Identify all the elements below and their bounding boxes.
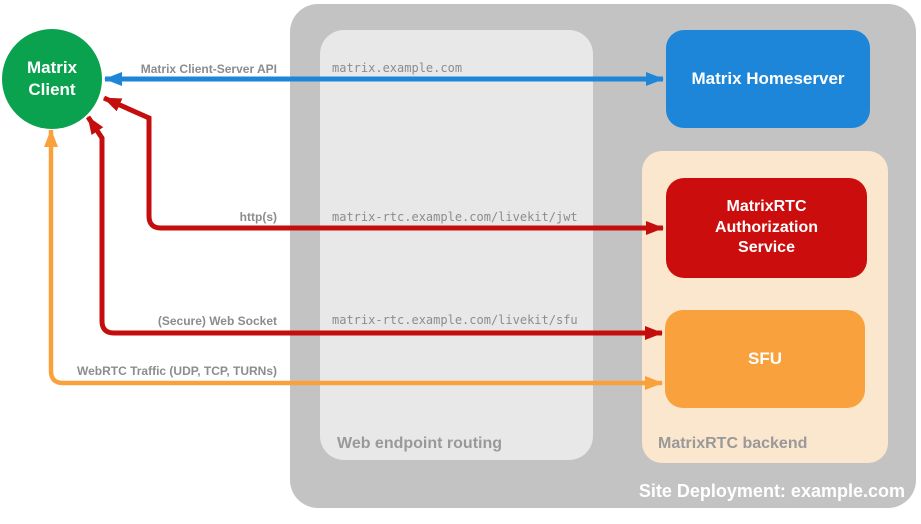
endpoint-url-livekit-jwt: matrix-rtc.example.com/livekit/jwt [332, 210, 578, 224]
matrix-client-label: Matrix Client [26, 57, 78, 99]
websocket-arrow-label: (Secure) Web Socket [157, 314, 277, 328]
endpoint-url-livekit-sfu: matrix-rtc.example.com/livekit/sfu [332, 313, 578, 327]
web-endpoint-routing-box [320, 30, 593, 460]
endpoint-url-matrix: matrix.example.com [332, 61, 463, 75]
matrixrtc-authorization-service-node: MatrixRTC Authorization Service [666, 178, 867, 278]
sfu-node: SFU [665, 310, 865, 408]
matrix-client-node: Matrix Client [2, 29, 102, 129]
http-arrow-label: http(s) [239, 210, 277, 224]
site-deployment-caption: Site Deployment: example.com [638, 481, 905, 501]
webrtc-arrow-label: WebRTC Traffic (UDP, TCP, TURNs) [76, 364, 277, 378]
web-endpoint-routing-caption: Web endpoint routing [337, 435, 503, 452]
matrixrtc-backend-caption: MatrixRTC backend [658, 435, 808, 452]
sfu-label: SFU [748, 349, 782, 368]
matrix-homeserver-node: Matrix Homeserver [666, 30, 870, 128]
matrix-homeserver-label: Matrix Homeserver [691, 69, 845, 88]
matrixrtc-authorization-service-label: MatrixRTC Authorization Service [714, 198, 819, 257]
